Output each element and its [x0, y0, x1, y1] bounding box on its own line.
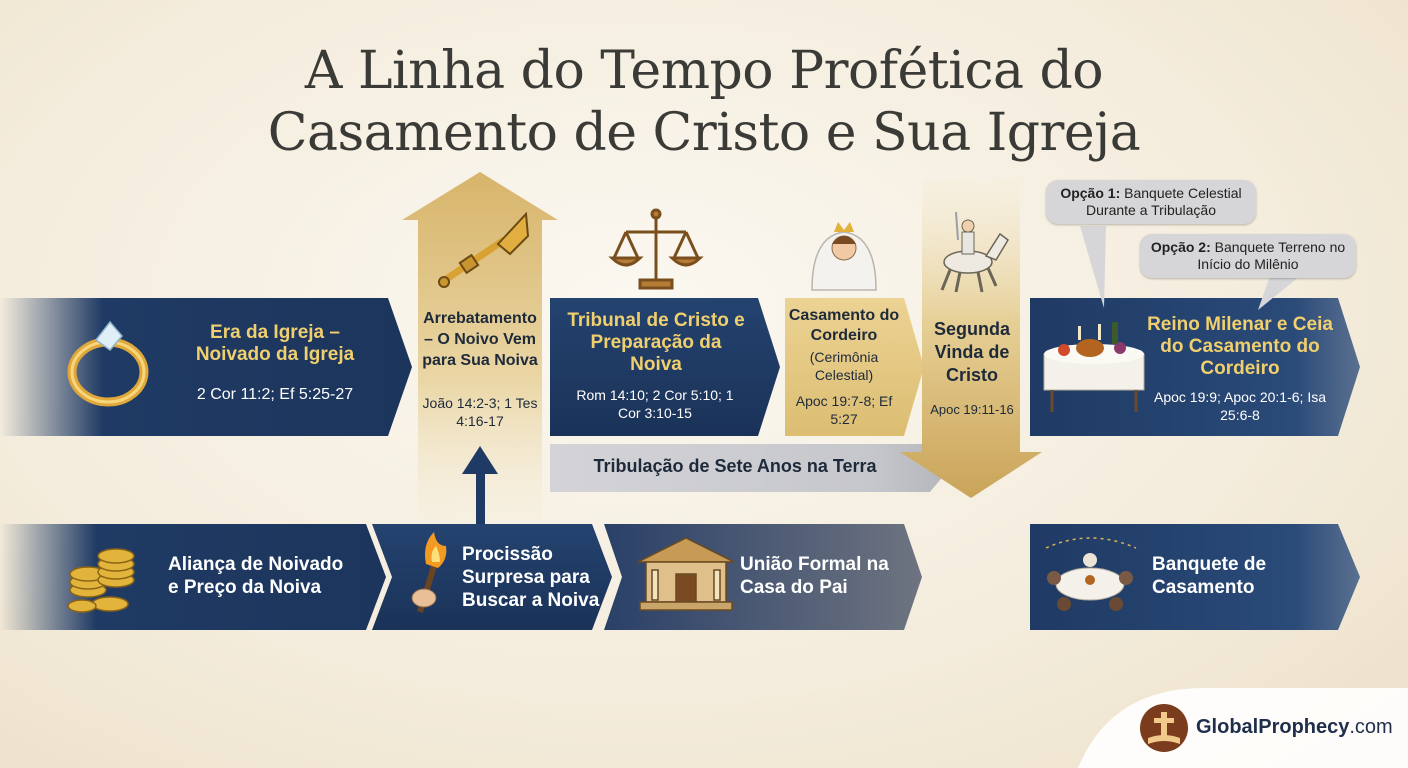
second-coming-title: Segunda Vinda de Cristo	[933, 319, 1010, 385]
era-title: Era da Igreja – Noivado da Igreja	[195, 322, 355, 365]
option1-tail	[1080, 226, 1106, 308]
option1-label: Opção 1:	[1060, 185, 1121, 201]
second-coming-arrow-shape	[900, 180, 1042, 498]
union-title: União Formal na Casa do Pai	[740, 554, 889, 598]
tribunal-title: Tribunal de Cristo e Preparação da Noiva	[567, 310, 745, 375]
option2-label: Opção 2:	[1150, 239, 1211, 255]
option2-text: Banquete Terreno no Início do Milênio	[1197, 239, 1346, 272]
wedding-subtitle: (Cerimônia Celestial)	[809, 349, 879, 383]
logo-text[interactable]: GlobalProphecy.com	[1196, 716, 1393, 739]
millennial-title: Reino Milenar e Ceia do Casamento do Cor…	[1147, 314, 1333, 379]
logo-name: GlobalProphecy	[1196, 716, 1350, 738]
option2-tail	[1258, 276, 1300, 310]
scales-icon	[608, 208, 704, 290]
millennial-ref: Apoc 19:9; Apoc 20:1-6; Isa 25:6-8	[1153, 389, 1326, 423]
banquet-title: Banquete de Casamento	[1152, 554, 1267, 598]
rapture-title: Arrebatamento – O Noivo Vem para Sua Noi…	[422, 310, 538, 369]
house-icon	[637, 537, 735, 611]
page-title: A Linha do Tempo Profética do Casamento …	[0, 40, 1408, 164]
ring-icon	[67, 320, 149, 407]
covenant-title: Aliança de Noivado e Preço da Noiva	[168, 554, 344, 598]
banquet-icon	[1045, 537, 1137, 611]
bible-cross-icon	[1140, 704, 1188, 752]
rapture-arrow-shape	[402, 172, 558, 520]
era-shape	[0, 298, 412, 436]
tribunal-shape	[550, 298, 780, 436]
wedding-title: Casamento do Cordeiro	[788, 307, 900, 344]
bride-icon	[811, 222, 877, 291]
coins-icon	[67, 548, 135, 613]
horse-rider-icon	[940, 211, 1009, 293]
logo-suffix: .com	[1349, 716, 1393, 738]
trumpet-icon	[438, 211, 530, 288]
wedding-shape	[785, 298, 924, 436]
procession-title: Procissão Surpresa para Buscar a Noiva	[462, 544, 600, 611]
rapture-ref: João 14:2-3; 1 Tes 4:16-17	[422, 395, 538, 429]
up-arrow-head	[462, 446, 498, 474]
option2-bubble: Opção 2: Banquete Terreno no Início do M…	[1140, 234, 1356, 278]
second-coming-ref: Apoc 19:11-16	[930, 402, 1014, 417]
wedding-ref: Apoc 19:7-8; Ef 5:27	[795, 393, 893, 427]
tribulation-label: Tribulação de Sete Anos na Terra	[593, 456, 877, 476]
torch-icon	[411, 532, 447, 613]
title-line-1: A Linha do Tempo Profética do	[304, 41, 1104, 101]
title-line-2: Casamento de Cristo e Sua Igreja	[267, 103, 1141, 163]
era-ref: 2 Cor 11:2; Ef 5:25-27	[196, 386, 354, 403]
tribunal-ref: Rom 14:10; 2 Cor 5:10; 1 Cor 3:10-15	[576, 387, 734, 421]
feast-table-icon	[1043, 322, 1145, 412]
tribulation-bar-shape	[550, 444, 950, 492]
up-arrow-shaft	[476, 470, 485, 524]
option1-text: Banquete Celestial Durante a Tribulação	[1086, 185, 1242, 218]
option1-bubble: Opção 1: Banquete Celestial Durante a Tr…	[1046, 180, 1256, 224]
